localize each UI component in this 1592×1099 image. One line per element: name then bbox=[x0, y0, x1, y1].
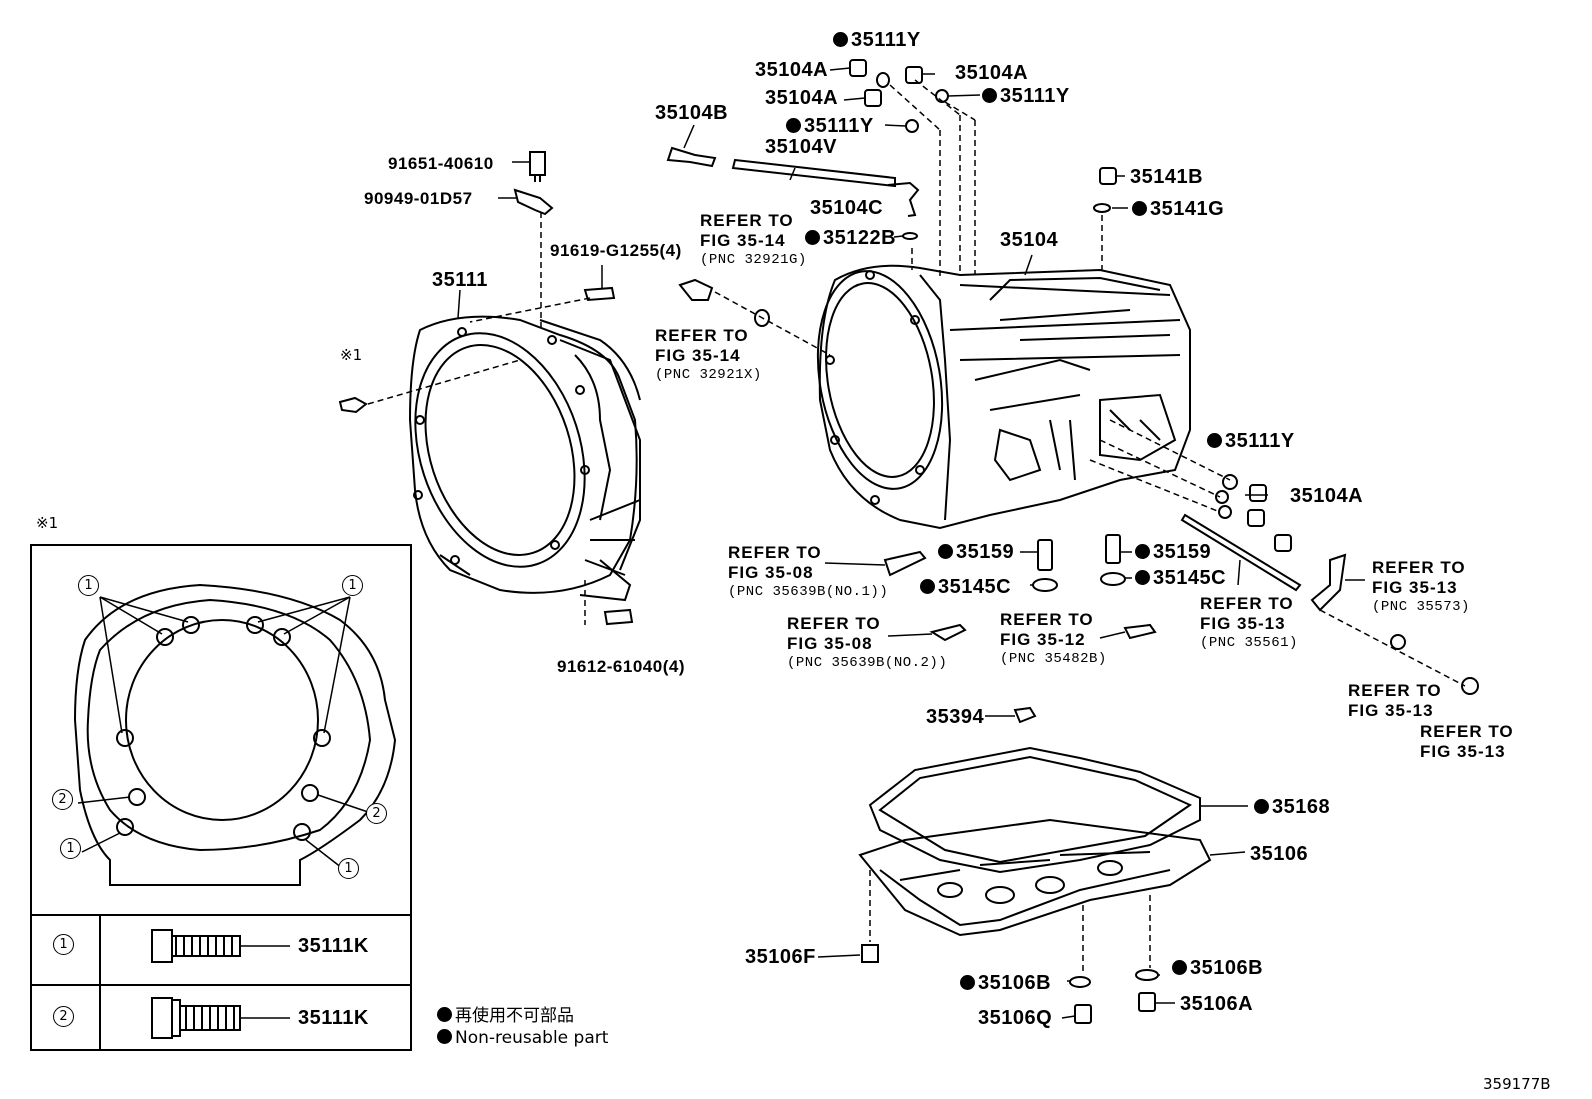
callout-35106: 35106 bbox=[1250, 843, 1309, 865]
callout-35106b-right: 35106B bbox=[1172, 958, 1263, 978]
table-part-35111k-2: 35111K bbox=[298, 1007, 369, 1029]
oil-pan-drawing bbox=[858, 746, 1212, 937]
callout-35159-right: 35159 bbox=[1135, 542, 1211, 562]
inset-marker-1: 1 bbox=[338, 858, 359, 879]
bell-housing-drawing bbox=[408, 315, 641, 602]
callout-35394: 35394 bbox=[926, 706, 985, 728]
callout-35106q: 35106Q bbox=[978, 1007, 1053, 1029]
legend-jp: 再使用不可部品 bbox=[437, 1001, 574, 1026]
callout-35104b: 35104B bbox=[655, 102, 729, 124]
inset-marker-1: 1 bbox=[342, 575, 363, 596]
callout-35104a-1: 35104A bbox=[755, 59, 829, 81]
callout-91619-g1255: 91619-G1255(4) bbox=[550, 241, 682, 260]
callout-35168: 35168 bbox=[1254, 797, 1330, 817]
callout-35104c: 35104C bbox=[810, 197, 884, 219]
callout-35141b: 35141B bbox=[1130, 166, 1204, 188]
callout-35104v: 35104V bbox=[765, 136, 837, 158]
callout-90949-01d57: 90949-01D57 bbox=[364, 189, 473, 208]
callout-35106f: 35106F bbox=[745, 946, 816, 968]
callout-35104a-lower: 35104A bbox=[1290, 485, 1364, 507]
dashed-assembly-lines bbox=[367, 79, 1466, 975]
callout-35111y-lower: 35111Y bbox=[1207, 431, 1295, 451]
callout-35104a-3: 35104A bbox=[765, 87, 839, 109]
inset-marker-1: 1 bbox=[60, 838, 81, 859]
callout-35104a-2: 35104A bbox=[955, 62, 1029, 84]
callout-35122b: 35122B bbox=[805, 228, 896, 248]
transmission-case-drawing bbox=[816, 264, 1191, 530]
leader-lines bbox=[457, 67, 1365, 1019]
callout-35111y-top: 35111Y bbox=[833, 30, 921, 50]
callout-35145c-left: 35145C bbox=[920, 577, 1011, 597]
callout-35111y-mid: 35111Y bbox=[786, 116, 874, 136]
note-symbol-bolt: ※1 bbox=[340, 346, 363, 364]
table-key-1: 1 bbox=[53, 934, 74, 955]
inset-marker-2: 2 bbox=[52, 789, 73, 810]
callout-35159-left: 35159 bbox=[938, 542, 1014, 562]
table-part-35111k-1: 35111K bbox=[298, 935, 369, 957]
inset-marker-2: 2 bbox=[366, 803, 387, 824]
callout-91651-40610: 91651-40610 bbox=[388, 154, 494, 173]
figure-id: 359177B bbox=[1483, 1075, 1551, 1093]
inset-box bbox=[30, 544, 412, 1051]
callout-35145c-right: 35145C bbox=[1135, 568, 1226, 588]
callout-91612-61040: 91612-61040(4) bbox=[557, 657, 685, 676]
callout-35111y-right: 35111Y bbox=[982, 86, 1070, 106]
callout-35104: 35104 bbox=[1000, 229, 1059, 251]
callout-35141g: 35141G bbox=[1132, 199, 1224, 219]
inset-title: ※1 bbox=[36, 514, 59, 532]
callout-35106a: 35106A bbox=[1180, 993, 1254, 1015]
inset-marker-1: 1 bbox=[78, 575, 99, 596]
callout-35106b-left: 35106B bbox=[960, 973, 1051, 993]
small-parts-drawing bbox=[338, 59, 1479, 1024]
legend-en: Non-reusable part bbox=[437, 1028, 608, 1048]
callout-35111: 35111 bbox=[432, 269, 488, 291]
table-key-2: 2 bbox=[53, 1006, 74, 1027]
